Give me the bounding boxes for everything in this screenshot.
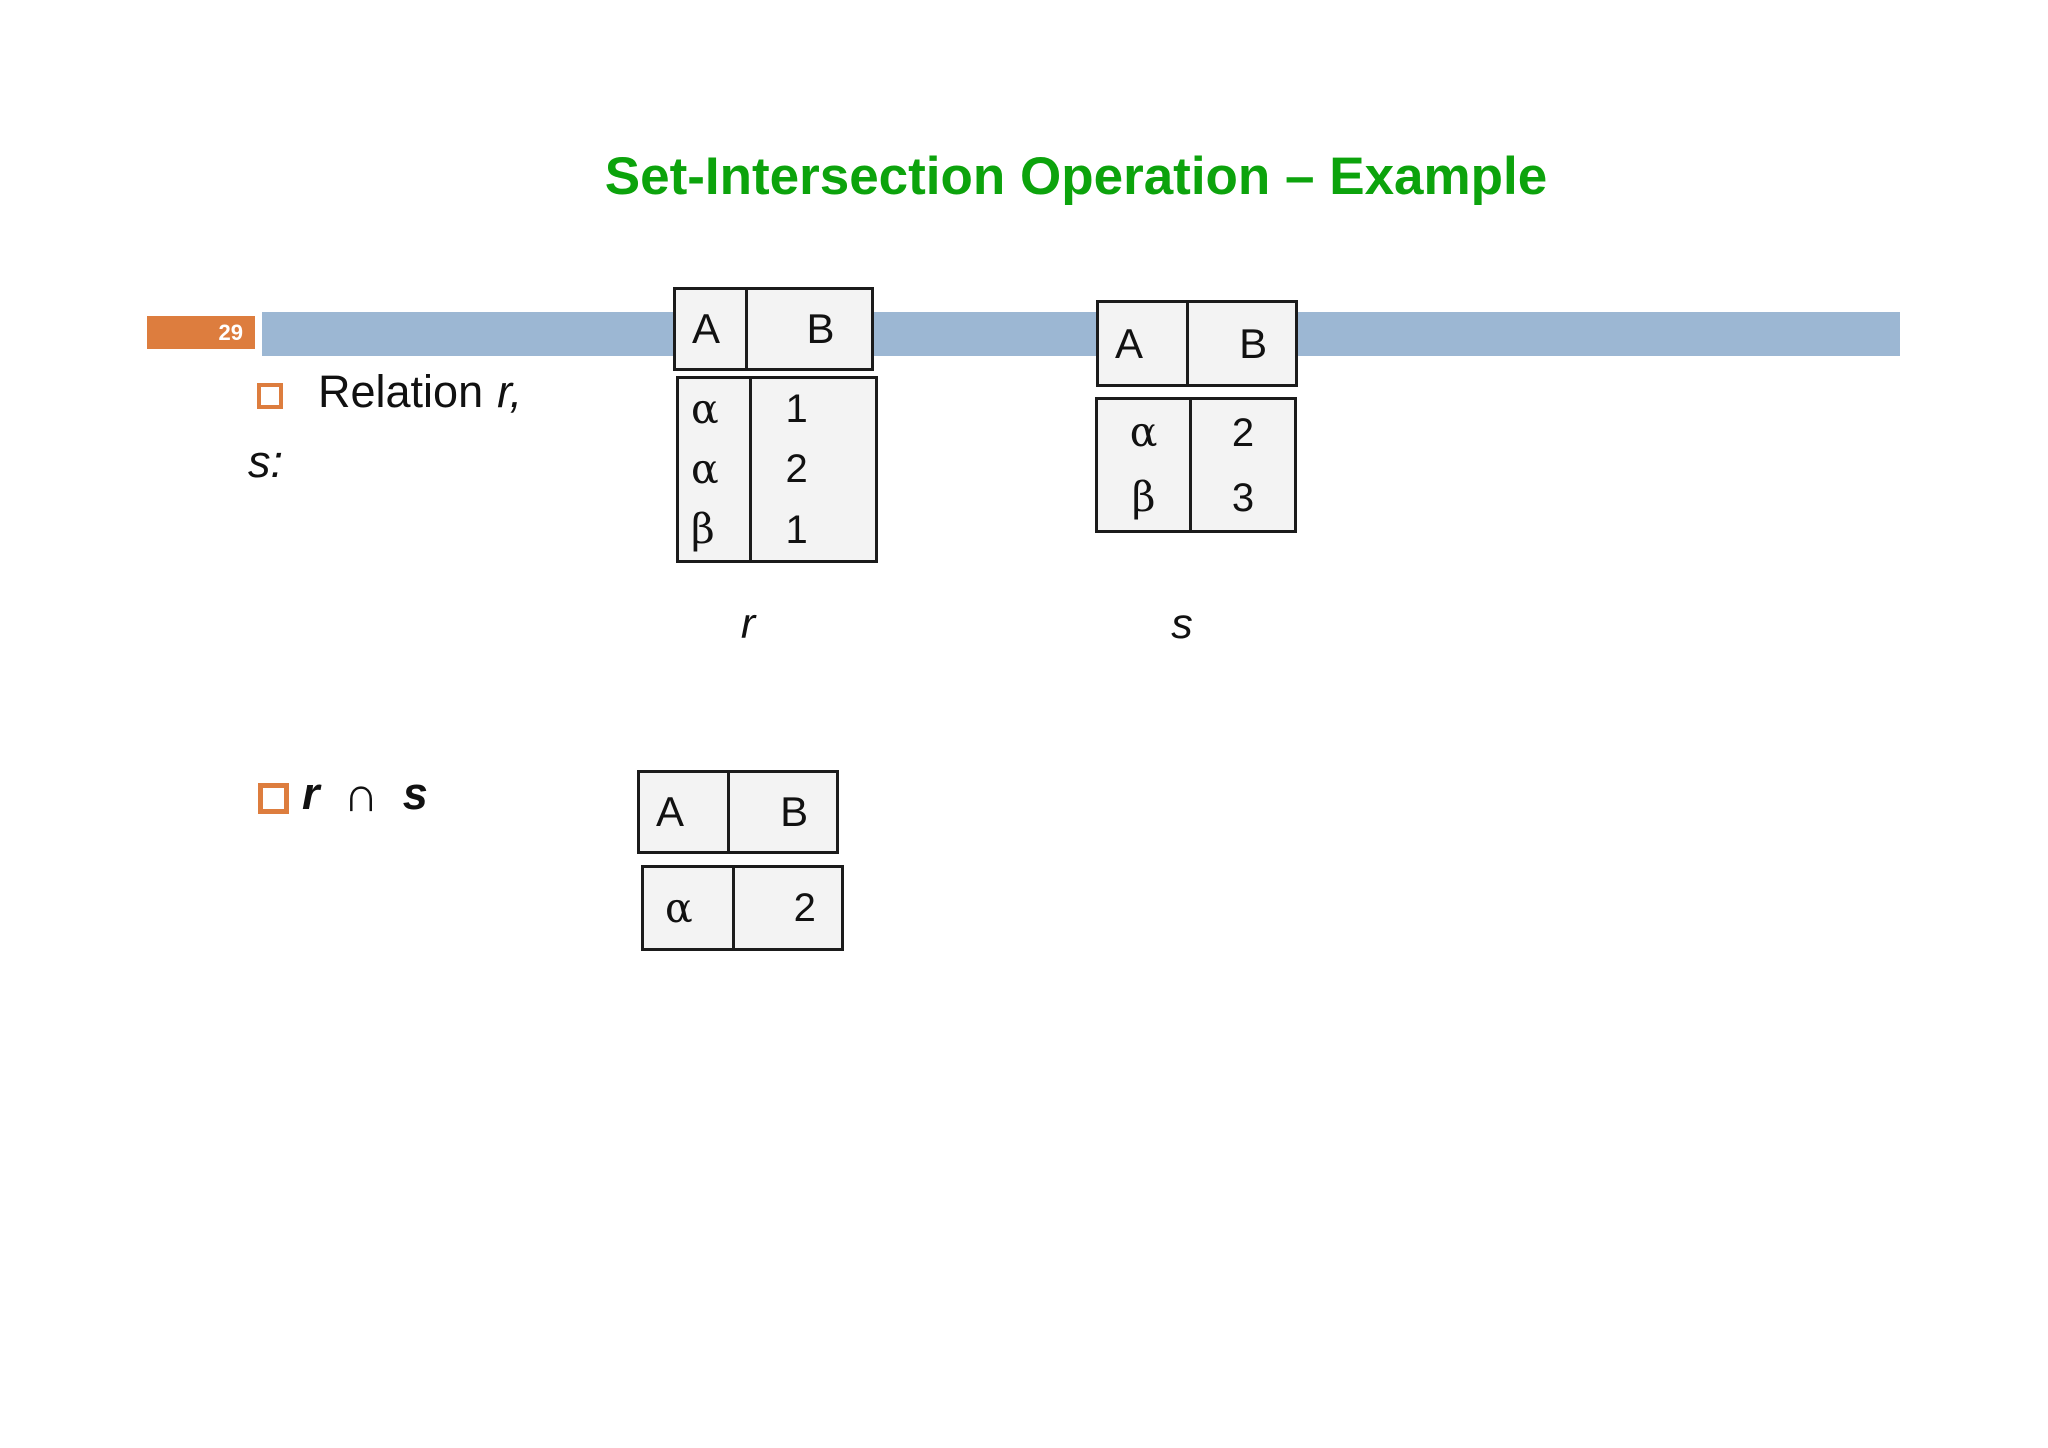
- table-cell: 2: [793, 886, 816, 930]
- bullet-square-icon: [257, 383, 283, 409]
- slide-title: Set-Intersection Operation – Example: [604, 147, 1548, 206]
- table-row: α 2: [644, 868, 841, 948]
- table-row: β 1: [679, 499, 875, 560]
- table-row: α 2: [1098, 400, 1294, 465]
- result-table-header: A B: [637, 770, 839, 854]
- table-cell: α: [1098, 400, 1193, 465]
- operand-s: s: [402, 768, 428, 819]
- table-s-header: A B: [1096, 300, 1298, 387]
- table-cell: 1: [785, 507, 808, 552]
- table-cell: α: [679, 379, 752, 440]
- table-r-header: A B: [673, 287, 874, 371]
- intersection-operator: ∩: [343, 768, 379, 822]
- table-r-header-cell-b: B: [806, 305, 835, 352]
- decorative-bar: [262, 312, 1900, 356]
- table-cell: 1: [785, 387, 808, 432]
- bullet-square-icon: [258, 783, 289, 814]
- page-number-badge: 29: [147, 316, 255, 349]
- relation-line-2: s:: [248, 436, 284, 487]
- relation-word: Relation: [318, 366, 484, 417]
- table-cell: α: [644, 868, 735, 948]
- table-row: β 3: [1098, 465, 1294, 530]
- operand-r: r: [302, 768, 320, 819]
- table-r-body: α 1 α 2 β 1: [676, 376, 878, 563]
- table-row: α 1: [679, 379, 875, 440]
- table-s-header-cell-b: B: [1239, 319, 1268, 367]
- relation-operand-r: r,: [497, 366, 523, 417]
- table-cell: 3: [1231, 475, 1255, 520]
- relation-line-1: Relation r,: [318, 366, 522, 418]
- table-r-label: r: [740, 600, 756, 648]
- table-cell: 2: [785, 447, 808, 492]
- result-table-body: α 2: [641, 865, 844, 951]
- table-s-header-cell-a: A: [1099, 303, 1190, 384]
- result-table-header-cell-b: B: [780, 788, 809, 835]
- intersection-expression: r ∩ s: [302, 765, 428, 822]
- table-cell: β: [679, 499, 752, 560]
- result-table-header-cell-a: A: [640, 773, 731, 851]
- table-cell: β: [1098, 465, 1193, 530]
- table-s-label: s: [1171, 600, 1193, 648]
- table-cell: 2: [1231, 410, 1255, 455]
- table-r-header-cell-a: A: [676, 290, 749, 368]
- table-cell: α: [679, 439, 752, 500]
- table-row: α 2: [679, 439, 875, 500]
- table-s-body: α 2 β 3: [1095, 397, 1297, 533]
